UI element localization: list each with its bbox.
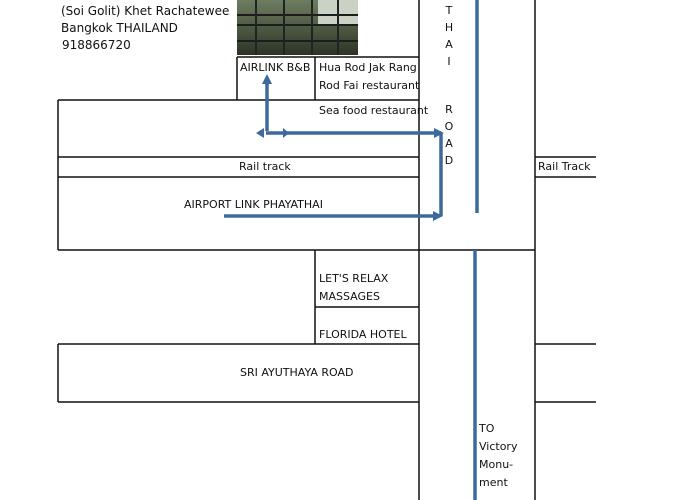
arrowhead-right-icon bbox=[434, 128, 444, 138]
address-line-2: Bangkok THAILAND bbox=[61, 21, 178, 35]
road-letter: T bbox=[445, 4, 453, 17]
seafood-label: Sea food restaurant bbox=[319, 104, 429, 117]
road-letter: A bbox=[445, 38, 453, 51]
rail-track-label-right: Rail Track bbox=[538, 160, 591, 173]
road-letter: O bbox=[444, 120, 454, 133]
road-name-upper: T H A I bbox=[444, 4, 454, 72]
phone-number: 918866720 bbox=[62, 38, 131, 52]
victory-line-1: TO bbox=[479, 422, 495, 435]
arrowhead-station-icon bbox=[433, 211, 443, 221]
road-letter: A bbox=[445, 137, 453, 150]
airlink-label: AIRLINK B&B bbox=[240, 61, 311, 74]
restaurant-line-1: Hua Rod Jak Rang bbox=[319, 61, 417, 74]
restaurant-line-2: Rod Fai restaurant bbox=[319, 79, 420, 92]
sri-ayuthaya-road-label: SRI AYUTHAYA ROAD bbox=[240, 366, 354, 379]
route-arrowheads bbox=[256, 74, 444, 221]
road-letter: R bbox=[445, 103, 453, 116]
address-block: (Soi Golit) Khet Rachatewee Bangkok THAI… bbox=[61, 3, 229, 54]
victory-line-3: Monu- bbox=[479, 458, 514, 471]
victory-line-2: Victory bbox=[479, 440, 518, 453]
street-grid bbox=[57, 0, 596, 500]
relax-line-2: MASSAGES bbox=[319, 290, 380, 303]
arrowhead-up-icon bbox=[262, 74, 272, 84]
rail-track-label-left: Rail track bbox=[239, 160, 291, 173]
arrowhead-small-icon bbox=[283, 128, 289, 138]
florida-hotel-label: FLORIDA HOTEL bbox=[319, 328, 407, 341]
road-letter: D bbox=[444, 154, 454, 167]
arrowhead-left-icon bbox=[256, 128, 264, 138]
route-lines bbox=[224, 0, 479, 500]
victory-line-4: ment bbox=[479, 476, 508, 489]
relax-line-1: LET'S RELAX bbox=[319, 272, 389, 285]
guesthouse-photo bbox=[237, 0, 358, 55]
road-letter: H bbox=[444, 21, 454, 34]
road-name-lower: R O A D bbox=[444, 103, 454, 171]
airport-link-label: AIRPORT LINK PHAYATHAI bbox=[184, 198, 323, 211]
address-line-1: (Soi Golit) Khet Rachatewee bbox=[61, 4, 230, 18]
road-letter: I bbox=[447, 55, 451, 68]
